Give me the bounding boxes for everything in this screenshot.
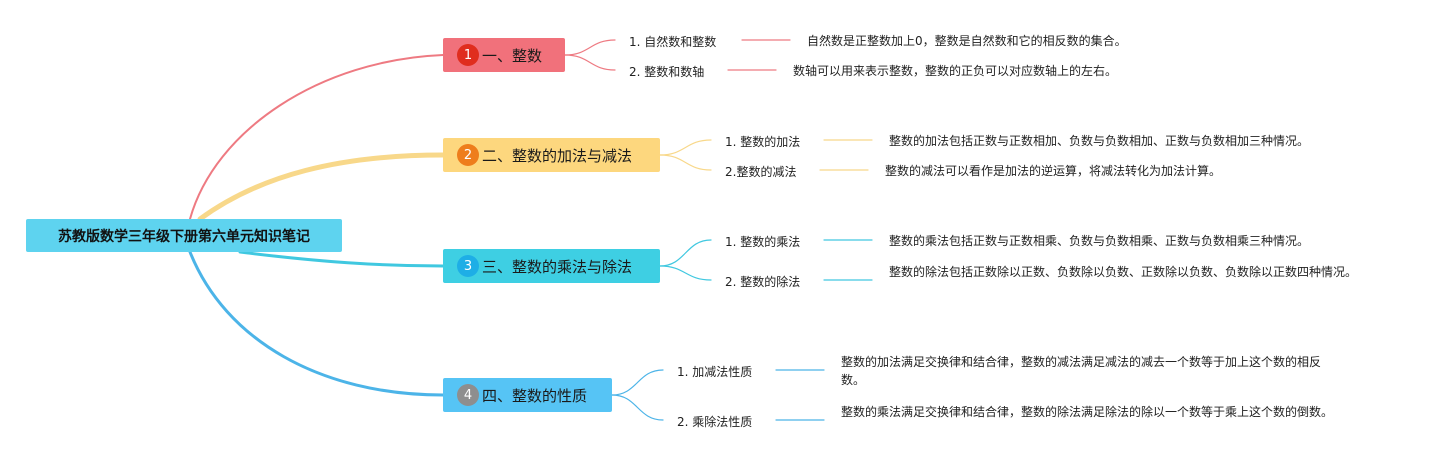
branch-title: 四、整数的性质 [482,386,588,405]
branch-properties[interactable]: 4 四、整数的性质 [443,378,612,412]
desc-add-subtract-properties: 整数的加法满足交换律和结合律，整数的减法满足减法的减去一个数等于加上这个数的相反… [841,355,1322,387]
branch-3-sub-link-2 [659,265,712,281]
desc-multiplication: 整数的乘法包括正数与正数相乘、负数与负数相乘、正数与负数相乘三种情况。 [889,234,1310,248]
root-link-2 [197,152,446,222]
number-3-icon: 3 [457,255,479,277]
sub-multiplication[interactable]: 1. 整数的乘法 [725,235,801,249]
branch-title: 三、整数的乘法与除法 [482,257,633,276]
number-1-icon: 1 [457,44,479,66]
desc-addition: 整数的加法包括正数与正数相加、负数与负数相加、正数与负数相加三种情况。 [889,134,1310,148]
desc-number-line: 数轴可以用来表示整数，整数的正负可以对应数轴上的左右。 [793,64,1118,78]
branch-4-sub-link-1 [611,369,664,396]
root-link-3 [238,250,445,268]
sub-subtraction[interactable]: 2.整数的减法 [725,165,797,179]
branch-title: 二、整数的加法与减法 [482,146,633,165]
sub-addition[interactable]: 1. 整数的加法 [725,135,801,149]
branch-4-sub-link-2 [611,394,664,421]
branch-1-sub-link-2 [564,54,616,71]
sub-natural-numbers[interactable]: 1. 自然数和整数 [629,35,717,49]
sub-multiply-divide-properties[interactable]: 2. 乘除法性质 [677,415,753,429]
root-link-4 [188,250,445,397]
root-title: 苏教版数学三年级下册第六单元知识笔记 [58,228,310,245]
branch-2-sub-link-1 [659,139,712,156]
root-link-1 [189,54,444,220]
branch-multiplication-division[interactable]: 3 三、整数的乘法与除法 [443,249,660,283]
branch-3-sub-link-1 [659,239,712,267]
desc-subtraction: 整数的减法可以看作是加法的逆运算，将减法转化为加法计算。 [885,164,1222,178]
desc-multiply-divide-properties: 整数的乘法满足交换律和结合律，整数的除法满足除法的除以一个数等于乘上这个数的倒数… [841,405,1334,419]
sub-number-line[interactable]: 2. 整数和数轴 [629,65,705,79]
branch-2-sub-link-2 [659,154,712,171]
sub-division[interactable]: 2. 整数的除法 [725,275,801,289]
root-node[interactable]: 苏教版数学三年级下册第六单元知识笔记 [26,219,342,252]
number-2-icon: 2 [457,144,479,166]
branch-title: 一、整数 [482,46,543,65]
desc-division: 整数的除法包括正数除以正数、负数除以负数、正数除以负数、负数除以正数四种情况。 [889,265,1358,279]
branch-1-sub-link-1 [564,39,616,56]
sub-add-subtract-properties[interactable]: 1. 加减法性质 [677,365,753,379]
branch-integers[interactable]: 1 一、整数 [443,38,565,72]
desc-natural-numbers: 自然数是正整数加上0，整数是自然数和它的相反数的集合。 [807,34,1127,48]
branch-addition-subtraction[interactable]: 2 二、整数的加法与减法 [443,138,660,172]
number-4-icon: 4 [457,384,479,406]
